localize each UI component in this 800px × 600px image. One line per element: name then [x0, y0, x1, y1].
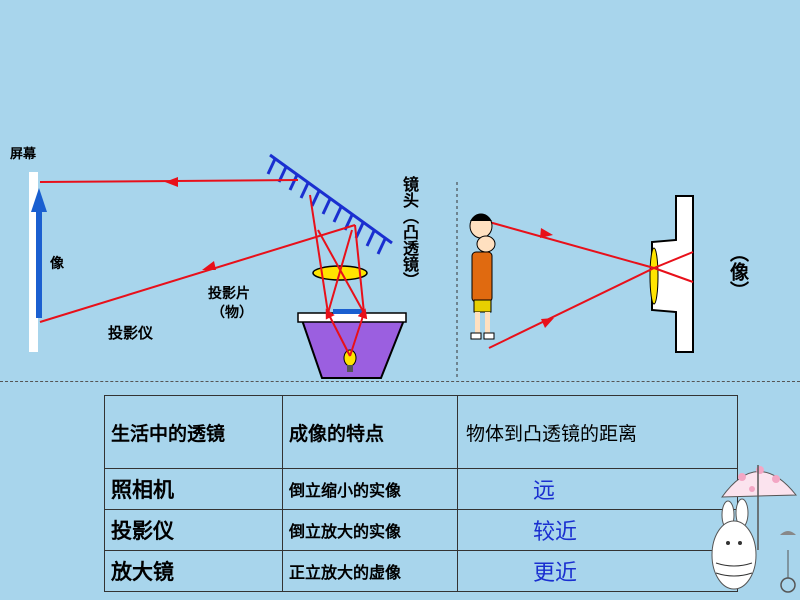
bulb-base	[347, 365, 353, 372]
slide-film	[333, 309, 363, 314]
boy-figure	[469, 213, 496, 340]
image-left-label: 像	[50, 256, 64, 272]
horizontal-divider	[0, 381, 800, 382]
projector-rays	[39, 179, 368, 357]
mirror	[266, 153, 393, 255]
row-feature: 正立放大的虚像	[282, 550, 458, 592]
row-feature: 倒立缩小的实像	[282, 468, 458, 510]
image-right-label: （像）	[727, 243, 749, 300]
screen-label: 屏幕	[10, 147, 37, 162]
header-cell-feature: 成像的特点	[282, 395, 458, 469]
camera-lens	[649, 247, 659, 305]
bulb	[343, 349, 357, 367]
row-name: 放大镜	[104, 550, 283, 592]
projection-screen	[29, 172, 38, 352]
camera-ray-arrow-bottom	[541, 318, 554, 328]
table-header-row: 生活中的透镜 成像的特点 物体到凸透镜的距离	[104, 395, 738, 469]
table-row: 放大镜 正立放大的虚像 更近	[104, 550, 738, 592]
header-cell-lens: 生活中的透镜	[104, 395, 283, 469]
table-row: 照相机 倒立缩小的实像 远	[104, 468, 738, 510]
row-feature: 倒立放大的实像	[282, 509, 458, 551]
row-name: 照相机	[104, 468, 283, 510]
row-distance: 远	[457, 468, 738, 510]
bunny-umbrella-decoration	[711, 465, 798, 593]
slide-label: 投影片	[208, 286, 250, 302]
row-distance: 较近	[457, 509, 738, 551]
camera-rays	[488, 221, 694, 349]
image-arrowhead	[31, 188, 47, 212]
header-cell-distance: 物体到凸透镜的距离	[457, 395, 738, 469]
lens-label: 镜头（凸透镜）	[400, 176, 419, 288]
row-distance: 更近	[457, 550, 738, 592]
optics-diagram	[29, 153, 694, 379]
camera-ray-arrow-top	[540, 228, 553, 238]
table-row: 投影仪 倒立放大的实像 较近	[104, 509, 738, 551]
ray-arrow-bottom	[202, 261, 216, 270]
projector-label: 投影仪	[108, 324, 154, 342]
projector-top-plate	[297, 312, 407, 323]
lens-comparison-table: 生活中的透镜 成像的特点 物体到凸透镜的距离 照相机 倒立缩小的实像 远 投影仪…	[104, 395, 738, 592]
slide-sub-label: （物）	[211, 305, 253, 321]
row-name: 投影仪	[104, 509, 283, 551]
ray-arrow-top	[165, 177, 178, 187]
